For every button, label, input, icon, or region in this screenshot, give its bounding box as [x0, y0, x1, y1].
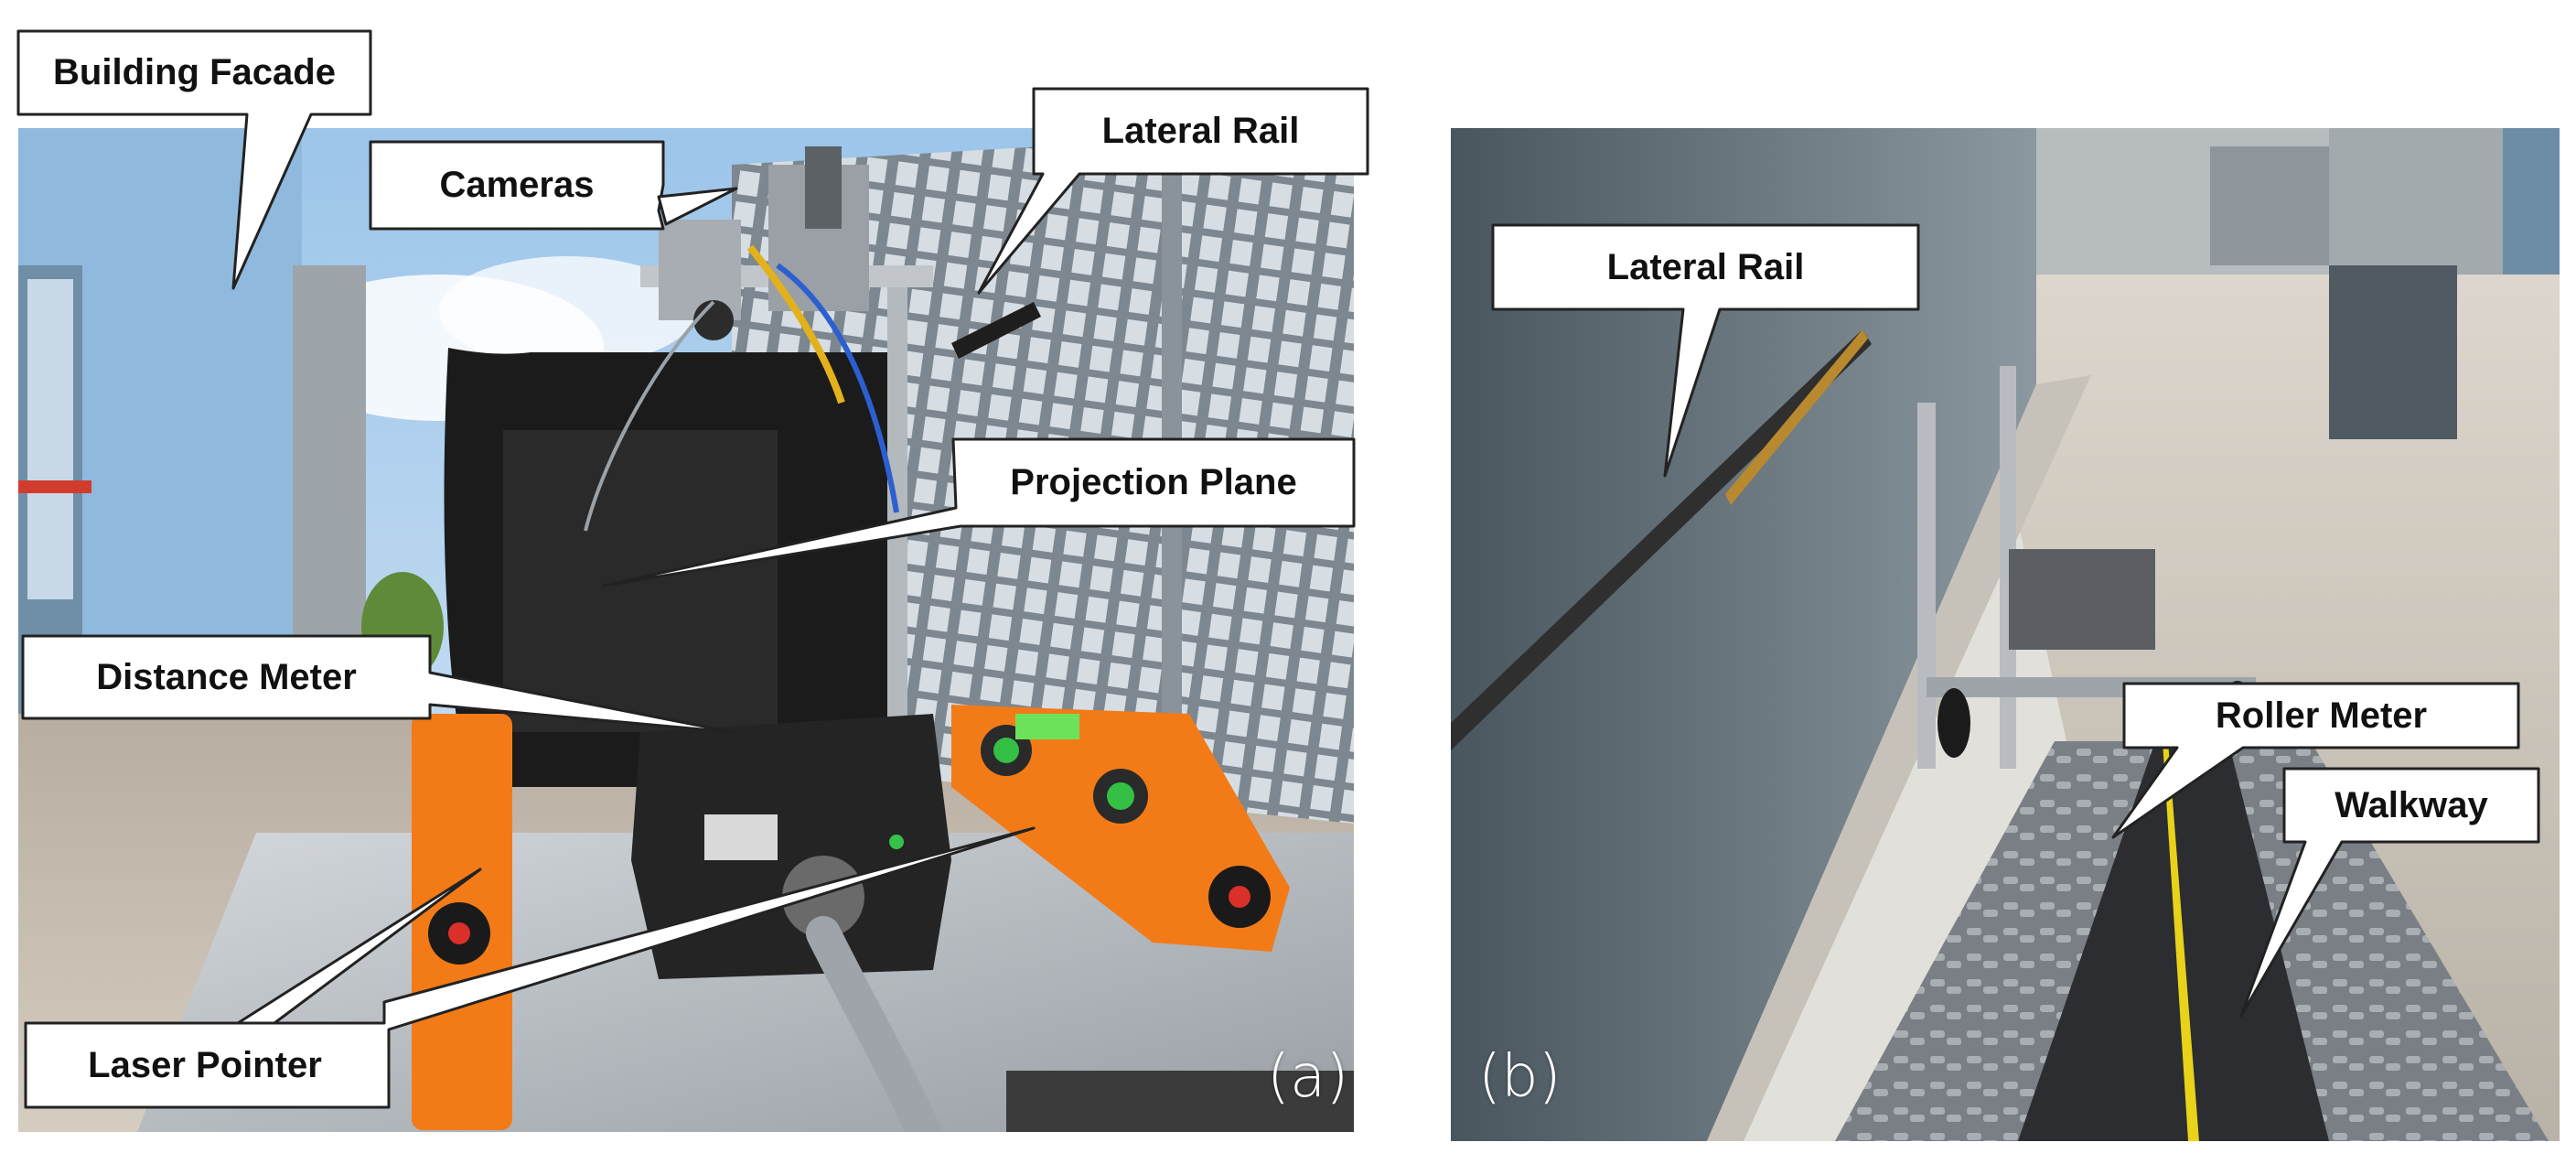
- callout-label-lateral-rail-b: Lateral Rail: [1606, 246, 1805, 287]
- callout-shape-projection-plane: [602, 437, 1356, 587]
- callout-shape-lateral-rail-a: [977, 87, 1369, 295]
- callout-label-projection-plane: Projection Plane: [1010, 462, 1297, 502]
- panel-b-letter: (b): [1478, 1043, 1562, 1111]
- callout-shape-cameras: [369, 140, 665, 231]
- callout-shape-lateral-rail-b: [1491, 223, 1920, 478]
- callout-label-distance-meter: Distance Meter: [96, 656, 357, 697]
- photo-panel-a: (a): [18, 128, 1354, 1132]
- photo-a-illustration: [18, 128, 1354, 1132]
- callout-label-laser-pointer: Laser Pointer: [88, 1044, 322, 1085]
- callout-tail-cameras: [657, 187, 738, 226]
- callout-shape-roller-meter: [2111, 682, 2520, 839]
- callout-label-roller-meter: Roller Meter: [2215, 695, 2428, 736]
- callout-shape-building-facade: [16, 29, 372, 290]
- panel-a-letter: (a): [1267, 1043, 1349, 1111]
- callout-shape-walkway: [2239, 767, 2540, 1018]
- callout-shape-laser-pointer: [24, 826, 1036, 1109]
- callout-tail-laser-pointer: [236, 868, 482, 1025]
- callout-label-lateral-rail-a: Lateral Rail: [1101, 111, 1300, 151]
- callout-label-walkway: Walkway: [2334, 784, 2488, 825]
- callout-label-cameras: Cameras: [439, 165, 595, 205]
- callout-shape-distance-meter: [21, 634, 734, 734]
- callout-label-building-facade: Building Facade: [53, 52, 336, 92]
